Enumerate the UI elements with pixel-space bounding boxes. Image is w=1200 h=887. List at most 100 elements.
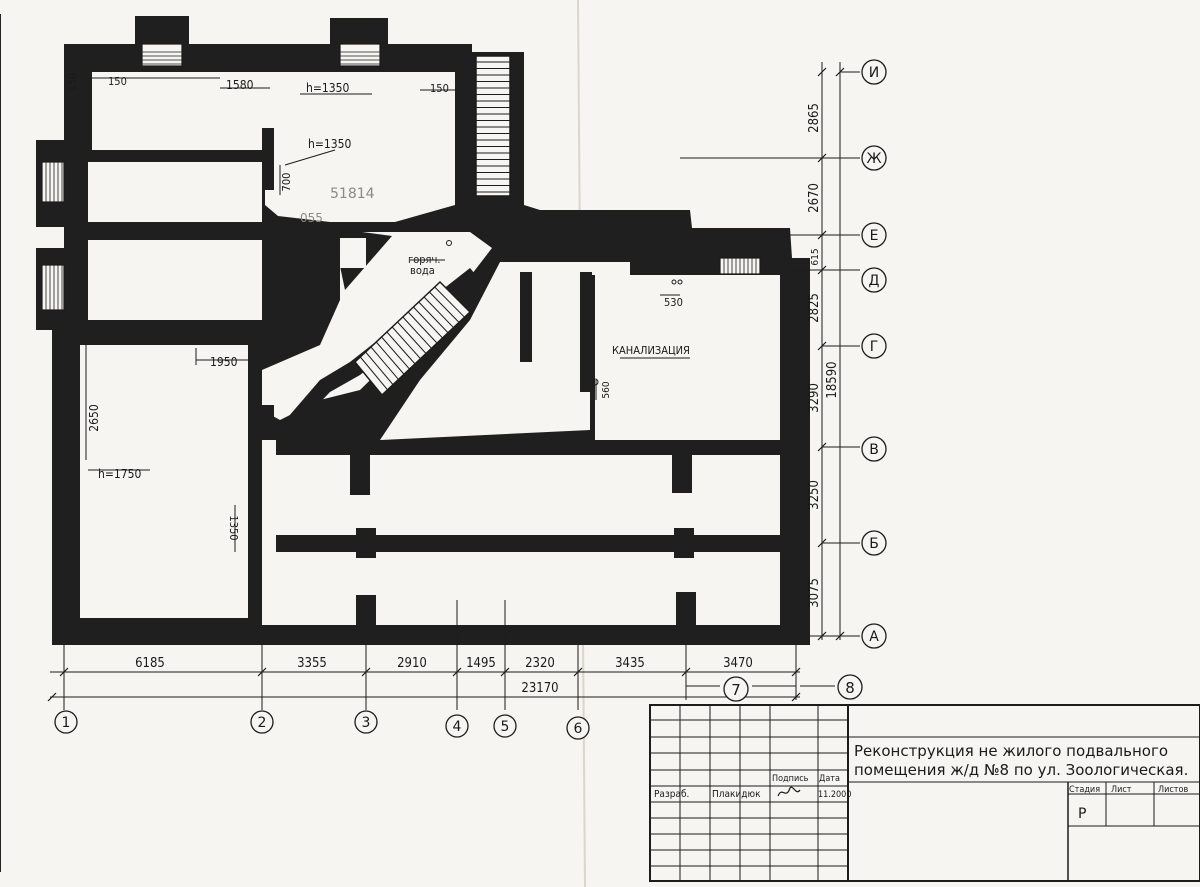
right-dimensions: 2865 2670 615 2825 3290 3250 3075 18590 <box>807 103 840 608</box>
dim-3290: 3290 <box>807 383 822 413</box>
dim-530: 530 <box>664 296 683 309</box>
dim-6185: 6185 <box>135 656 165 671</box>
bottom-dimensions: 6185 3355 2910 1495 2320 3435 3470 23170 <box>135 656 753 696</box>
axis-row-v: В <box>861 436 887 462</box>
line <box>402 316 432 349</box>
dim-total-18590: 18590 <box>825 361 840 398</box>
svg-text:6: 6 <box>574 721 583 737</box>
room-west-3 <box>88 240 262 320</box>
svg-text:Б: Б <box>869 536 879 552</box>
line <box>423 296 454 328</box>
niche <box>340 238 366 268</box>
dim-150-right: 150 <box>430 82 449 95</box>
axis-col-2: 2 <box>250 710 274 734</box>
room-center-corridor <box>262 232 492 420</box>
room-west-2 <box>88 162 262 222</box>
axis-row-i: И <box>861 59 887 85</box>
line <box>365 351 394 385</box>
staircase-top-steps <box>476 61 510 193</box>
dim-1350: 1350 <box>227 515 240 540</box>
line <box>817 67 827 77</box>
axis-row-e: Е <box>861 222 887 248</box>
pier <box>676 592 696 625</box>
axis-col-7: 7 <box>723 676 749 702</box>
staircase-top <box>475 55 511 197</box>
pier <box>356 595 376 625</box>
dim-2320: 2320 <box>525 656 555 671</box>
line <box>375 341 405 375</box>
svg-text:5: 5 <box>501 719 510 735</box>
dim-1580: 1580 <box>226 78 254 92</box>
riser-marker <box>671 279 677 285</box>
svg-text:8: 8 <box>845 679 855 697</box>
dim-615: 615 <box>810 248 821 265</box>
dim-2825: 2825 <box>807 293 822 323</box>
axis-row-zh: Ж <box>861 145 887 171</box>
dim-3355: 3355 <box>297 656 327 671</box>
wall-stub <box>520 272 532 362</box>
axis-col-1: 1 <box>54 710 78 734</box>
project-title-line1: Реконструкция не жилого подвального <box>854 742 1168 760</box>
svg-text:В: В <box>869 442 879 458</box>
title-block <box>649 704 1200 882</box>
dim-150-top: 150 <box>108 75 127 88</box>
room-stair-corridor <box>380 262 630 440</box>
svg-text:2: 2 <box>258 715 267 731</box>
header-stage: Стадия <box>1069 785 1100 795</box>
svg-text:7: 7 <box>731 681 741 699</box>
line <box>381 336 410 370</box>
axis-col-8: 8 <box>837 674 863 700</box>
wall-stub <box>252 405 274 435</box>
dim-3435: 3435 <box>615 656 645 671</box>
row-axis-markers: И Ж Е Д Г В Б А <box>861 59 887 649</box>
svg-text:Ж: Ж <box>866 151 881 167</box>
axis-row-a: А <box>861 623 887 649</box>
dim-1495: 1495 <box>466 656 496 671</box>
riser-marker <box>677 279 683 285</box>
line <box>391 326 421 360</box>
pier <box>674 528 694 558</box>
line <box>407 311 438 344</box>
sewer-marker <box>591 378 599 386</box>
pier <box>356 528 376 558</box>
pier <box>672 455 692 493</box>
axis-col-5: 5 <box>493 714 517 738</box>
room-corridor-v <box>276 455 780 535</box>
room-corridor-b <box>276 552 780 625</box>
sewer-label: КАНАЛИЗАЦИЯ <box>612 344 690 357</box>
line <box>359 356 388 391</box>
line <box>434 286 465 318</box>
dim-3250: 3250 <box>807 480 822 510</box>
dim-3075: 3075 <box>807 578 822 608</box>
svg-text:Г: Г <box>870 339 879 355</box>
axis-col-3: 3 <box>354 710 378 734</box>
wall-stub <box>262 128 274 190</box>
wall-stub <box>580 272 592 392</box>
svg-text:А: А <box>869 629 879 645</box>
dim-2910: 2910 <box>397 656 427 671</box>
dim-2650: 2650 <box>87 404 101 432</box>
dim-560: 560 <box>601 381 612 398</box>
svg-text:3: 3 <box>362 715 371 731</box>
room-large-west <box>80 345 248 618</box>
entry-steps <box>45 51 757 310</box>
axis-row-g: Г <box>861 333 887 359</box>
dim-700: 700 <box>280 173 293 192</box>
axis-row-d: Д <box>861 267 887 293</box>
stage-value: Р <box>1078 806 1086 822</box>
column-axis-markers: 1 2 3 4 5 6 7 8 <box>54 674 863 740</box>
svg-text:Е: Е <box>870 228 879 244</box>
axis-col-4: 4 <box>445 714 469 738</box>
line <box>418 301 449 334</box>
dim-1950: 1950 <box>210 355 238 369</box>
title-block-grid <box>650 705 848 881</box>
wall-stub <box>248 580 262 625</box>
svg-text:4: 4 <box>453 719 462 735</box>
plan-annotations <box>85 77 690 552</box>
line <box>397 321 427 354</box>
dim-total-23170: 23170 <box>521 681 558 696</box>
axis-leaders <box>63 71 860 710</box>
wall-stub <box>262 280 278 325</box>
stair-entries <box>41 43 761 311</box>
